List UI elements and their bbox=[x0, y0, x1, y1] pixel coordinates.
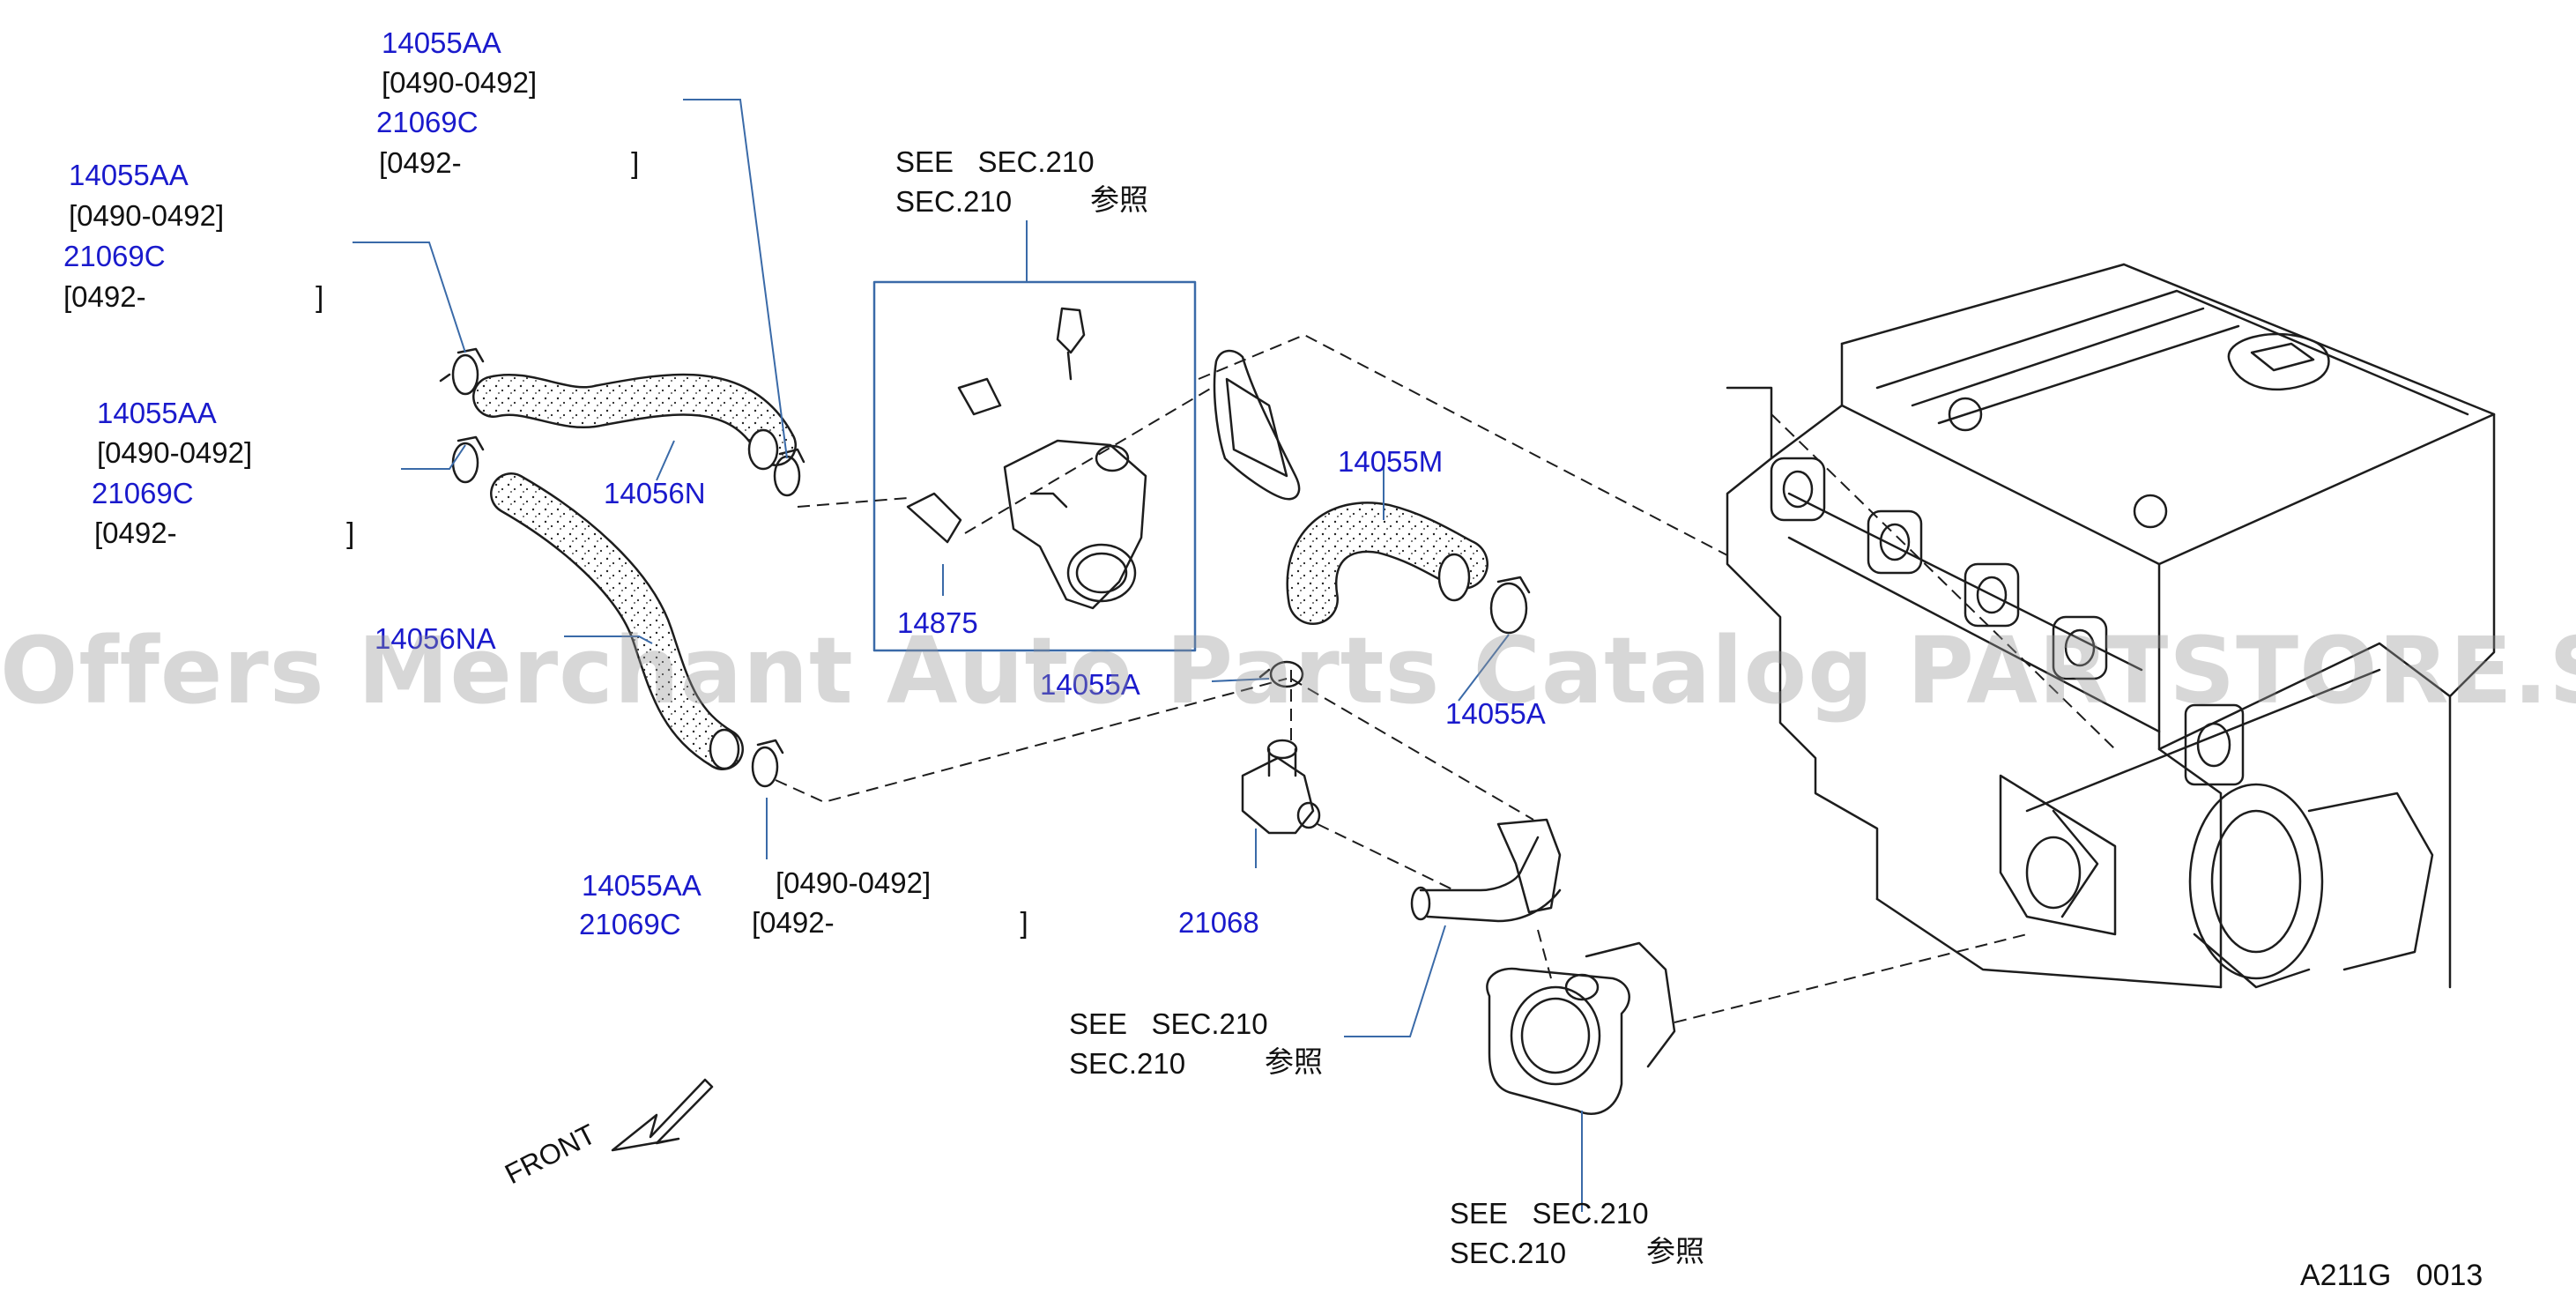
part-number-clamp-mid-b[interactable]: 21069C bbox=[92, 477, 194, 509]
hose-right bbox=[1286, 502, 1488, 625]
bypass-pipe bbox=[1410, 818, 1562, 923]
date-range-clamp-bottom-b: [0492- ] bbox=[752, 906, 1028, 939]
gasket-top bbox=[1213, 349, 1301, 501]
see-note-middle-line2: SEC.210 bbox=[1069, 1047, 1186, 1080]
date-range-clamp-top-b: [0492- ] bbox=[379, 146, 640, 179]
thermostat-part bbox=[1241, 739, 1321, 835]
date-range-clamp-left-a: [0490-0492] bbox=[69, 199, 225, 232]
housing-bottom bbox=[1486, 941, 1676, 1115]
leader-lines bbox=[353, 99, 1583, 1212]
see-note-bottom-line2: SEC.210 bbox=[1450, 1237, 1567, 1269]
date-range-clamp-left-b: [0492- ] bbox=[63, 280, 324, 313]
housing-in-box bbox=[906, 307, 1147, 610]
part-number-clamp-left-a[interactable]: 14055AA bbox=[69, 159, 189, 191]
part-number-clamp-left-b[interactable]: 21069C bbox=[63, 240, 166, 272]
diagram-code: A211G 0013 bbox=[2300, 1259, 2483, 1292]
see-note-top-line2: SEC.210 bbox=[895, 185, 1013, 218]
hose-lower bbox=[490, 472, 744, 770]
see-note-middle-jp: 参照 bbox=[1265, 1044, 1323, 1079]
part-number-clamp-bottom-b[interactable]: 21069C bbox=[579, 908, 681, 940]
see-note-middle-line1: SEE SEC.210 bbox=[1069, 1007, 1268, 1040]
clamp-lower bbox=[751, 739, 784, 788]
part-number-elbow-fitting[interactable]: 14875 bbox=[897, 606, 978, 639]
clamp-mid-left bbox=[451, 435, 485, 484]
see-note-top-line1: SEE SEC.210 bbox=[895, 145, 1095, 178]
see-note-bottom-line1: SEE SEC.210 bbox=[1450, 1197, 1649, 1230]
hose-upper bbox=[472, 373, 797, 471]
date-range-clamp-mid-b: [0492- ] bbox=[94, 517, 355, 549]
part-number-clamp-top-b[interactable]: 21069C bbox=[376, 106, 479, 138]
see-note-bottom-jp: 参照 bbox=[1646, 1234, 1704, 1268]
part-number-hose-right[interactable]: 14055M bbox=[1338, 445, 1444, 478]
clamp-center bbox=[1258, 660, 1304, 688]
see-note-top-jp: 参照 bbox=[1090, 182, 1148, 217]
part-number-thermostat-housing[interactable]: 21068 bbox=[1178, 906, 1259, 939]
watermark: Offers Merchant Auto Parts Catalog PARTS… bbox=[0, 617, 2576, 725]
front-arrow-icon bbox=[611, 1078, 714, 1152]
part-number-hose-upper[interactable]: 14056N bbox=[604, 477, 706, 509]
part-number-clamp-center[interactable]: 14055A bbox=[1040, 668, 1140, 701]
part-number-hose-lower[interactable]: 14056NA bbox=[375, 622, 496, 655]
part-number-clamp-mid-a[interactable]: 14055AA bbox=[97, 397, 217, 429]
part-number-clamp-right[interactable]: 14055A bbox=[1445, 697, 1546, 730]
dashed-guides bbox=[775, 333, 2116, 1023]
date-range-clamp-top-a: [0490-0492] bbox=[382, 66, 538, 99]
engine-block bbox=[1726, 263, 2496, 989]
date-range-clamp-bottom-a: [0490-0492] bbox=[776, 866, 932, 899]
sec210-box bbox=[872, 280, 1197, 652]
part-number-clamp-top-a[interactable]: 14055AA bbox=[382, 26, 501, 59]
date-range-clamp-mid-a: [0490-0492] bbox=[97, 436, 253, 469]
clamp-right bbox=[1489, 576, 1531, 635]
part-number-clamp-bottom-a[interactable]: 14055AA bbox=[582, 869, 702, 902]
